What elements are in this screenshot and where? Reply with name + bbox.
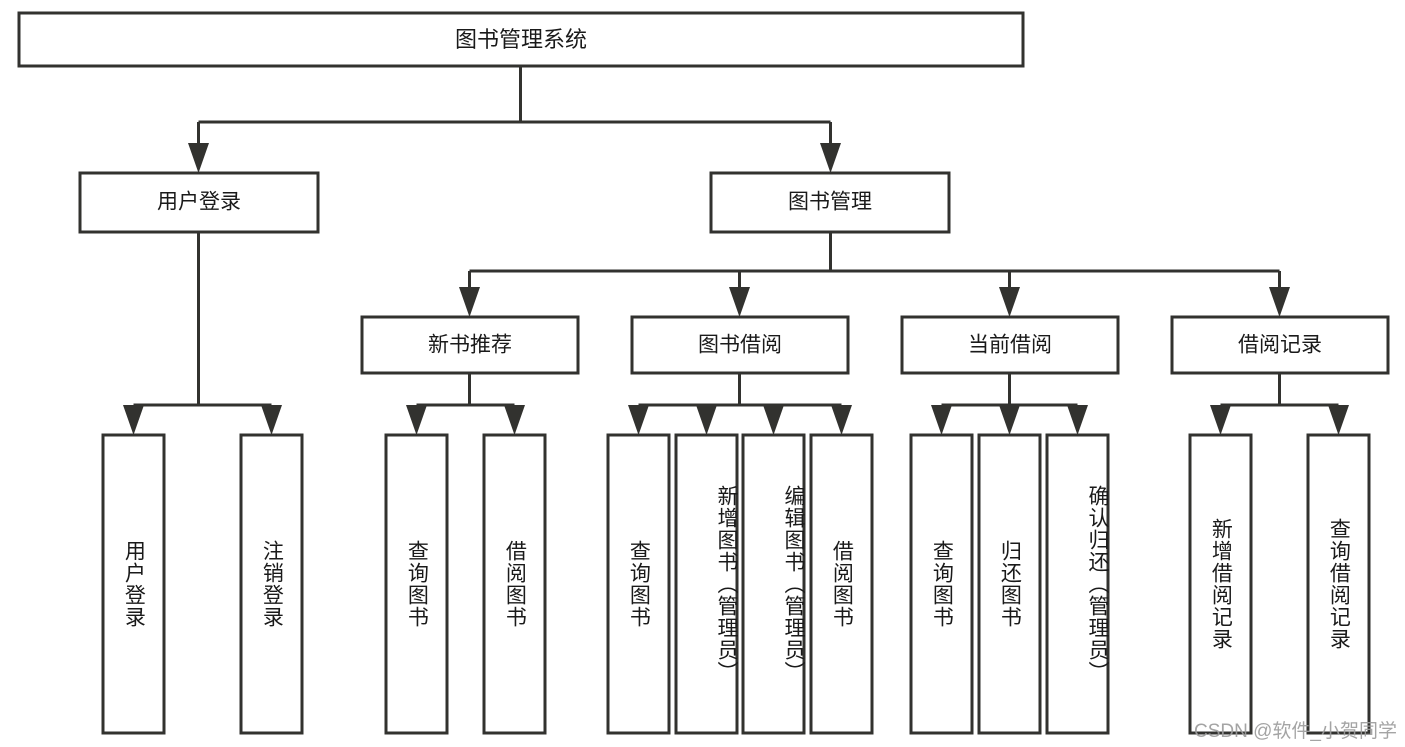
node-leaf-book-borrow-4-box[interactable] (809, 433, 874, 735)
arrowhead-leaf-user-login-1 (123, 405, 144, 435)
arrowhead-leaf-new-book-1 (406, 405, 427, 435)
node-current-borrow-label: 当前借阅 (968, 334, 1052, 357)
node-new-book-label: 新书推荐 (428, 334, 512, 357)
node-leaf-book-borrow-1-box[interactable] (606, 433, 671, 735)
arrowhead-leaf-user-login-2 (261, 405, 282, 435)
node-leaf-book-borrow-2-box[interactable] (674, 433, 739, 735)
arrowhead-leaf-book-borrow-2 (696, 405, 717, 435)
node-user-login-box[interactable] (78, 171, 320, 234)
connector-group-new-book-leaves (406, 373, 525, 435)
arrowhead-leaf-current-borrow-3 (1067, 405, 1088, 435)
arrowhead-leaf-borrow-record-2 (1328, 405, 1349, 435)
arrowhead-leaf-current-borrow-2 (999, 405, 1020, 435)
node-book-mgmt-box[interactable] (709, 171, 951, 234)
connector-group-user-login (123, 232, 282, 435)
arrowhead-leaf-new-book-2 (504, 405, 525, 435)
arrowhead-leaf-borrow-record-1 (1210, 405, 1231, 435)
connector-group-book-mgmt (459, 232, 1290, 317)
node-leaf-user-login-1-box[interactable] (101, 433, 166, 735)
node-leaf-borrow-record-2-box[interactable] (1306, 433, 1371, 735)
arrowhead-user-login (188, 143, 209, 173)
node-leaf-current-borrow-2-box[interactable] (977, 433, 1042, 735)
connector-group-book-borrow-leaves (628, 373, 852, 435)
node-borrow-record-box[interactable] (1170, 315, 1390, 375)
node-leaf-new-book-1-box[interactable] (384, 433, 449, 735)
node-root-box[interactable] (17, 11, 1025, 68)
node-user-login-label: 用户登录 (157, 191, 241, 214)
connector-group-current-borrow-leaves (931, 373, 1088, 435)
arrowhead-book-mgmt (820, 143, 841, 173)
arrowhead-new-book (459, 287, 480, 317)
node-leaf-new-book-2-box[interactable] (482, 433, 547, 735)
node-new-book-box[interactable] (360, 315, 580, 375)
arrowhead-current-borrow (999, 287, 1020, 317)
node-book-borrow-label: 图书借阅 (698, 334, 782, 357)
arrowhead-book-borrow (729, 287, 750, 317)
node-leaf-book-borrow-3-box[interactable] (741, 433, 806, 735)
node-leaf-user-login-2-box[interactable] (239, 433, 304, 735)
node-current-borrow-box[interactable] (900, 315, 1120, 375)
arrowhead-leaf-current-borrow-1 (931, 405, 952, 435)
node-book-borrow-box[interactable] (630, 315, 850, 375)
arrowhead-leaf-book-borrow-4 (831, 405, 852, 435)
arrowhead-borrow-record (1269, 287, 1290, 317)
node-borrow-record-label: 借阅记录 (1238, 334, 1322, 357)
node-book-mgmt-label: 图书管理 (788, 191, 872, 214)
connector-group-root (188, 66, 841, 173)
node-leaf-current-borrow-3-box[interactable] (1045, 433, 1110, 735)
connector-group-borrow-record-leaves (1210, 373, 1349, 435)
node-leaf-current-borrow-1-box[interactable] (909, 433, 974, 735)
arrowhead-leaf-book-borrow-1 (628, 405, 649, 435)
node-root-label: 图书管理系统 (455, 27, 587, 52)
node-leaf-borrow-record-1-box[interactable] (1188, 433, 1253, 735)
arrowhead-leaf-book-borrow-3 (763, 405, 784, 435)
